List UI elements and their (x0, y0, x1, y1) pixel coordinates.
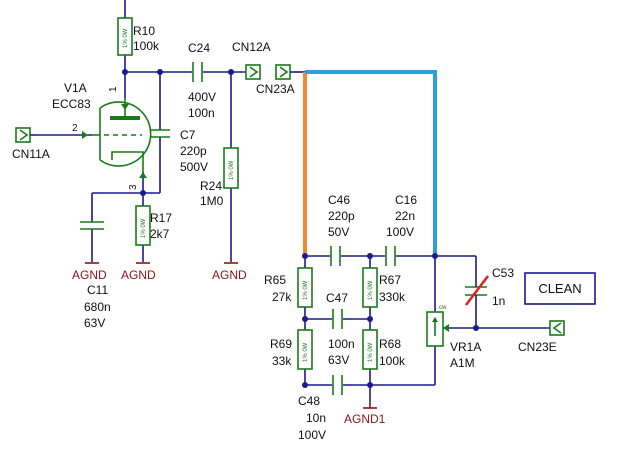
connector-cn12a[interactable]: CN12A (232, 40, 271, 80)
connector-cn23a[interactable]: CN23A (256, 64, 295, 96)
r10-value: 100k (133, 39, 160, 53)
ground-r24-label: AGND (212, 268, 247, 282)
clean-label: CLEAN (538, 281, 581, 296)
r65-ref: R65 (264, 273, 286, 287)
vr1a-ref: VR1A (450, 340, 481, 354)
junction-dots (122, 69, 479, 388)
ground-c11-label: AGND (72, 268, 107, 282)
c48-ref: C48 (298, 394, 320, 408)
highlight-wires (303, 70, 437, 256)
ground-r17-label: AGND (121, 268, 156, 282)
resistor-r17[interactable]: 1% 0W R17 2k7 (135, 205, 172, 246)
r17-tag: 1% 0W (141, 218, 147, 238)
r69-value: 33k (272, 354, 292, 368)
resistor-r68[interactable]: 1% 0W R68 100k (362, 329, 406, 370)
c46-value1: 220p (328, 209, 355, 223)
ground-r17: AGND (121, 262, 156, 282)
c48-value1: 10n (306, 411, 326, 425)
v1a-pin3: 3 (128, 184, 139, 190)
resistor-r10[interactable]: 1% 0W R10 100k (117, 17, 160, 56)
r24-tag: 1% 0W (229, 160, 235, 180)
r17-ref: R17 (150, 211, 172, 225)
c24-ref: C24 (188, 41, 210, 55)
capacitor-c53[interactable]: C53 1n (465, 266, 514, 308)
v1a-pin2: 2 (72, 123, 78, 134)
r67-ref: R67 (379, 273, 401, 287)
r24-ref: R24 (200, 179, 222, 193)
capacitor-c7[interactable]: C7 220p 500V (150, 128, 208, 174)
vr1a-value: A1M (450, 356, 475, 370)
c7-value1: 220p (180, 144, 207, 158)
v1a-ref: V1A (64, 81, 87, 95)
r67-tag: 1% 0W (368, 280, 374, 300)
c11-ref: C11 (87, 283, 108, 297)
r65-value: 27k (272, 290, 292, 304)
r65-tag: 1% 0W (303, 280, 309, 300)
c46-value2: 50V (328, 225, 349, 239)
cn23a-ref: CN23A (256, 82, 295, 96)
r10-tag: 1% 0W (123, 28, 129, 48)
c24-value1: 400V (188, 90, 216, 104)
r69-tag: 1% 0W (303, 342, 309, 362)
c47-ref: C47 (326, 291, 348, 305)
connector-cn11a[interactable]: CN11A (12, 127, 50, 161)
r68-tag: 1% 0W (368, 342, 374, 362)
clean-label-box: CLEAN (524, 272, 596, 305)
connector-cn23e[interactable]: CN23E (518, 320, 565, 354)
r67-value: 330k (379, 290, 406, 304)
c16-ref: C16 (395, 193, 417, 207)
c16-value2: 100V (386, 225, 414, 239)
r69-ref: R69 (270, 337, 292, 351)
c11-value2: 63V (84, 316, 105, 330)
cn11a-ref: CN11A (12, 147, 50, 161)
wires (36, 0, 550, 402)
capacitor-c47[interactable]: C47 100n 63V (326, 291, 355, 367)
r68-ref: R68 (379, 337, 401, 351)
cn12a-ref: CN12A (232, 40, 271, 54)
resistor-r67[interactable]: 1% 0W R67 330k (362, 267, 406, 308)
c7-value2: 500V (180, 160, 208, 174)
ground-r24: AGND (212, 262, 247, 282)
vr1a-wiper-tag: cw (439, 305, 447, 311)
potentiometer-vr1a[interactable]: cw VR1A A1M (426, 305, 481, 370)
capacitor-c11[interactable]: C11 680n 63V (80, 221, 111, 330)
capacitor-c16[interactable]: C16 22n 100V (385, 193, 417, 266)
c47-value2: 63V (328, 353, 349, 367)
c24-value2: 100n (188, 106, 215, 120)
c53-value: 1n (492, 294, 505, 308)
c47-value1: 100n (328, 337, 355, 351)
c11-value1: 680n (84, 300, 111, 314)
capacitor-c46[interactable]: C46 220p 50V (328, 193, 355, 266)
v1a-value: ECC83 (52, 97, 91, 111)
resistor-r69[interactable]: 1% 0W R69 33k (270, 329, 313, 370)
c16-value1: 22n (395, 209, 415, 223)
r68-value: 100k (379, 354, 406, 368)
capacitor-c24[interactable]: C24 400V 100n (188, 41, 216, 120)
capacitor-c48[interactable]: C48 10n 100V (298, 375, 343, 442)
cn23e-ref: CN23E (518, 340, 557, 354)
c7-ref: C7 (180, 128, 196, 142)
c46-ref: C46 (328, 193, 350, 207)
c48-value2: 100V (298, 428, 326, 442)
v1a-pin1: 1 (108, 86, 119, 92)
resistor-r65[interactable]: 1% 0W R65 27k (264, 267, 313, 308)
ground-c11: AGND (72, 262, 107, 282)
r10-ref: R10 (133, 24, 155, 38)
r24-value: 1M0 (200, 194, 224, 208)
tube-v1a[interactable]: V1A ECC83 1 2 3 (52, 81, 152, 190)
ground-agnd1: AGND1 (344, 402, 386, 426)
resistor-r24[interactable]: 1% 0W R24 1M0 (200, 147, 239, 208)
r17-value: 2k7 (150, 227, 170, 241)
ground-agnd1-label: AGND1 (344, 412, 386, 426)
c53-ref: C53 (492, 266, 514, 280)
